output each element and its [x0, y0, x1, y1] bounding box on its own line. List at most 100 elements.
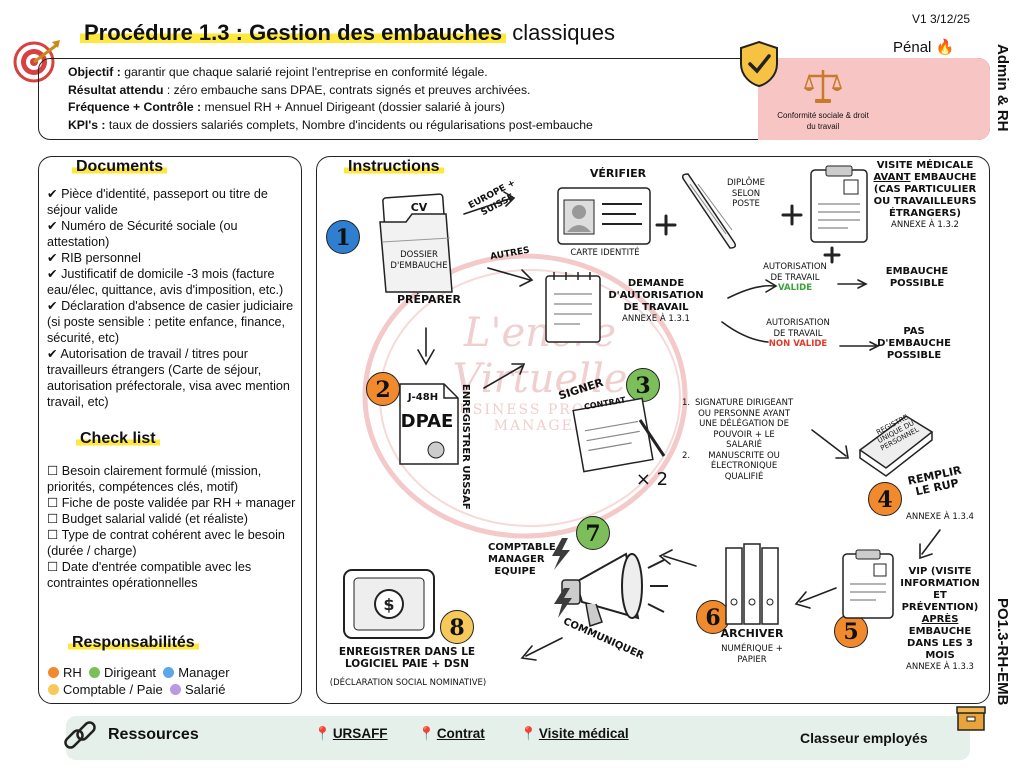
embauche-possible-label: Embauche possible [885, 266, 949, 289]
legend-item: Dirigeant [89, 665, 156, 680]
legend-item: Salarié [169, 682, 225, 697]
resource-link-contrat[interactable]: 📍Contrat [418, 726, 485, 741]
diploma-icon [681, 173, 737, 249]
diplome-label: Diplôme selon poste [726, 178, 765, 209]
enregistrer-urssaf-label: Enregistrer URSSAF [460, 384, 471, 510]
step-number-1: 1 [326, 220, 360, 254]
classeur-label: Classeur employés [800, 730, 928, 746]
resources-heading: Ressources [108, 726, 199, 743]
legend-item: Manager [163, 665, 230, 680]
svg-text:$: $ [383, 595, 394, 614]
filing-box-icon [956, 706, 986, 731]
objective-line: KPI's : taux de dossiers salariés comple… [68, 117, 593, 132]
list-item: ✔ Numéro de Sécurité sociale (ou attesta… [47, 219, 238, 249]
comptable-label: Comptable Manager Equipe [488, 542, 556, 577]
objective-line: Objectif : garantir que chaque salarié r… [68, 65, 488, 79]
dpae-deadline-label: J-48H [407, 392, 439, 403]
arrows-layer [417, 191, 941, 661]
verifier-label: Vérifier [589, 167, 647, 180]
step-number-8: 8 [440, 610, 474, 644]
page-title: Procédure 1.3 : Gestion des embauches cl… [80, 20, 615, 46]
pas-embauche-label: Pas d'embauche possible [877, 326, 951, 361]
step-number-4: 4 [868, 482, 902, 516]
side-label-admin: Admin & RH [994, 44, 1024, 164]
dsn-detail-label: (Déclaration social nominative) [329, 678, 487, 688]
clipboard-icon [810, 165, 868, 243]
binders-icon [725, 543, 779, 625]
shield-check-icon [740, 40, 778, 88]
instructions-panel [316, 156, 990, 704]
dpae-document-icon [399, 383, 459, 465]
folder-label: Dossier d'embauche [390, 250, 448, 271]
side-label-code-text: PO1.3-RH-EMB [994, 598, 1011, 706]
checklist-heading: Check list [76, 430, 160, 448]
list-item: ✔ Autorisation de travail / titres pour … [47, 347, 290, 409]
annexe-134-label: Annexe à 1.3.4 [906, 512, 974, 522]
checklist-item: ☐ Budget salarial validé (et réaliste) [47, 512, 248, 526]
legend-dot [48, 684, 59, 695]
legend-item: Comptable / Paie [48, 682, 163, 697]
checklist-item: ☐ Besoin clairement formulé (mission, pr… [47, 464, 262, 494]
payroll-tablet-icon: $ [343, 569, 435, 639]
checklist-item: ☐ Date d'entrée compatible avec les cont… [47, 560, 252, 590]
step-number-7: 7 [576, 516, 610, 550]
list-item: ✔ RIB personnel [47, 251, 141, 265]
objective-line: Fréquence + Contrôle : mensuel RH + Annu… [68, 100, 505, 114]
checklist-item: ☐ Fiche de poste validée par RH + manage… [47, 496, 296, 510]
contract-icon [572, 397, 666, 473]
medical-clipboard-icon [842, 549, 894, 619]
page-title-rest: classiques [512, 20, 615, 45]
step1-label: Préparer [396, 293, 462, 306]
objectives-list: Objectif : garantir que chaque salarié r… [68, 64, 758, 134]
auto-valide-label: Autorisation de travail Valide [763, 262, 827, 293]
version-label: V1 3/12/25 [912, 12, 971, 26]
signature-notes: 1.Signature dirigeant ou personne ayant … [682, 398, 794, 482]
pin-icon: 📍 [418, 726, 435, 741]
resources-bar [66, 716, 970, 760]
left-panel [38, 156, 302, 704]
responsibilities-legend: RH Dirigeant Manager Comptable / Paie Sa… [48, 664, 298, 698]
legend-dot [48, 667, 59, 678]
side-label-admin-text: Admin & RH [994, 44, 1011, 132]
times-two-label: × 2 [635, 469, 669, 490]
penal-label: Pénal 🔥 [893, 39, 955, 56]
link-chain-icon [64, 721, 96, 749]
documents-heading: Documents [72, 158, 168, 176]
pin-icon: 📍 [314, 726, 331, 741]
archiver-label: Archiver [720, 627, 784, 640]
notepad-icon [545, 272, 601, 343]
responsibilities-heading: Responsabilités [68, 634, 199, 652]
side-label-code: PO1.3-RH-EMB [994, 598, 1024, 768]
step-number-2: 2 [366, 372, 400, 406]
pin-icon: 📍 [520, 726, 537, 741]
legend-dot [89, 667, 101, 678]
conformity-label: Conformité sociale & droit du travail [777, 111, 869, 131]
folder-cv-label: CV [410, 201, 428, 214]
objective-line: Résultat attendu : zéro embauche sans DP… [68, 82, 531, 97]
carte-label: Carte identité [570, 248, 640, 258]
list-item: ✔ Déclaration d'absence de casier judici… [47, 299, 294, 345]
folder-icon [379, 193, 453, 293]
dpae-label: DPAE [400, 411, 454, 432]
legend-dot [163, 667, 175, 678]
register-book-icon [858, 415, 934, 477]
id-card-icon [557, 187, 651, 245]
page-title-main: Procédure 1.3 : Gestion des embauches [80, 20, 507, 45]
visite-label: Visite médicale avant embauche (cas part… [873, 160, 977, 230]
demande-label: Demande d'autorisation de travail Annexe… [608, 278, 704, 324]
step-number-5: 5 [834, 614, 868, 648]
resource-link-visite-medical[interactable]: 📍Visite médical [520, 726, 629, 741]
checklist-list: ☐ Besoin clairement formulé (mission, pr… [47, 463, 297, 591]
legend-dot [169, 684, 181, 695]
lightning-icon [552, 538, 572, 618]
vip-label: VIP (Visite information et prévention) a… [900, 566, 980, 672]
scales-icon [803, 70, 843, 103]
documents-list: ✔ Pièce d'identité, passeport ou titre d… [47, 186, 297, 410]
list-item: ✔ Pièce d'identité, passeport ou titre d… [47, 187, 268, 217]
checklist-item: ☐ Type de contrat cohérent avec le besoi… [47, 528, 285, 558]
resource-link-urssaf[interactable]: 📍URSAFF [314, 726, 388, 741]
legend-item: RH [48, 665, 82, 680]
enregistrer-logiciel-label: Enregistrer dans le logiciel paie + DSN [338, 646, 476, 670]
megaphone-icon [561, 552, 668, 627]
instructions-heading: Instructions [344, 158, 444, 176]
